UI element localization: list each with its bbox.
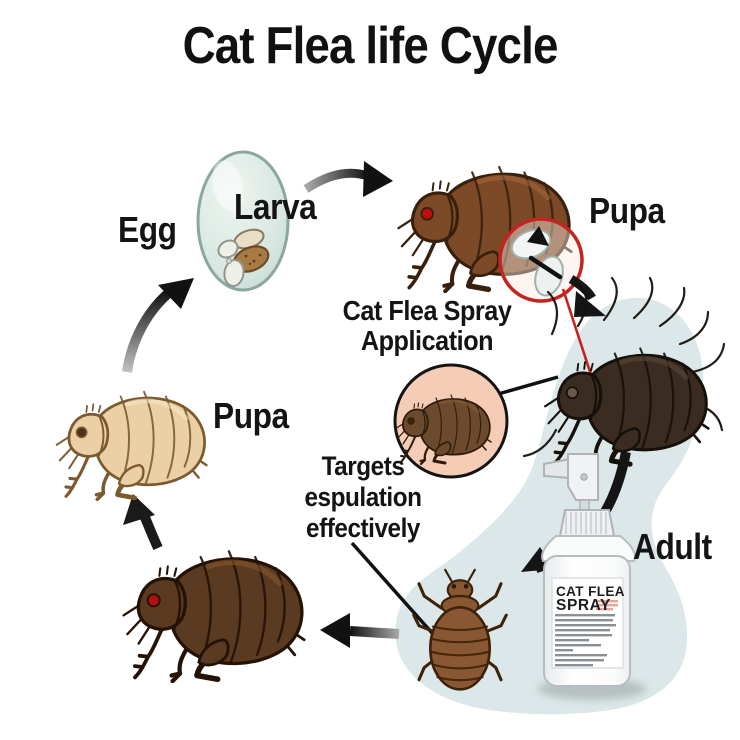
diagram-title: Cat Flea life Cycle bbox=[0, 16, 740, 76]
pupa-left-flea-illustration bbox=[56, 391, 207, 500]
label-adult: Adult bbox=[633, 526, 712, 567]
adult-flea-illustration bbox=[522, 276, 726, 466]
bottle-label-subtitle: SPRAY bbox=[556, 597, 611, 614]
red-pointer-line bbox=[561, 288, 596, 385]
arrow-juvenile-to-flea bbox=[320, 613, 400, 648]
callout-spray-line2: Application bbox=[360, 324, 494, 356]
bottle-label-accent-lines bbox=[596, 600, 618, 611]
bottle-fine-print bbox=[555, 614, 616, 667]
arrow-flea-to-pupa-left bbox=[123, 494, 163, 551]
label-pupa-top: Pupa bbox=[589, 190, 665, 231]
arrow-pupa-to-egg bbox=[122, 278, 194, 373]
arrow-larva-to-pupa bbox=[303, 161, 393, 197]
pointer-line-targets bbox=[350, 541, 435, 636]
bottle-label-title: CAT FLEA bbox=[556, 584, 625, 599]
callout-targets-line3: effectively bbox=[306, 512, 420, 543]
label-larva: Larva bbox=[234, 186, 317, 227]
callout-targets-line2: espulation bbox=[304, 481, 422, 512]
pointer-line-spray-target bbox=[497, 375, 559, 396]
pupa-emerging-flea-illustration bbox=[123, 551, 305, 682]
callout-targets: Targets espulation effectively bbox=[291, 451, 435, 543]
diagram-title-text: Cat Flea life Cycle bbox=[182, 17, 559, 75]
callout-spray-application: Cat Flea Spray Application bbox=[333, 296, 522, 355]
cocoon-inspect-circle bbox=[498, 217, 584, 303]
arrow-circle-to-adult bbox=[568, 275, 606, 317]
callout-spray-line1: Cat Flea Spray bbox=[342, 295, 512, 326]
spray-application-circle bbox=[393, 363, 509, 479]
callout-targets-line1: Targets bbox=[321, 451, 405, 481]
label-egg: Egg bbox=[118, 209, 177, 250]
spray-bottle bbox=[538, 453, 646, 700]
label-pupa-left: Pupa bbox=[213, 395, 289, 436]
larva-egg-cluster bbox=[196, 150, 290, 292]
